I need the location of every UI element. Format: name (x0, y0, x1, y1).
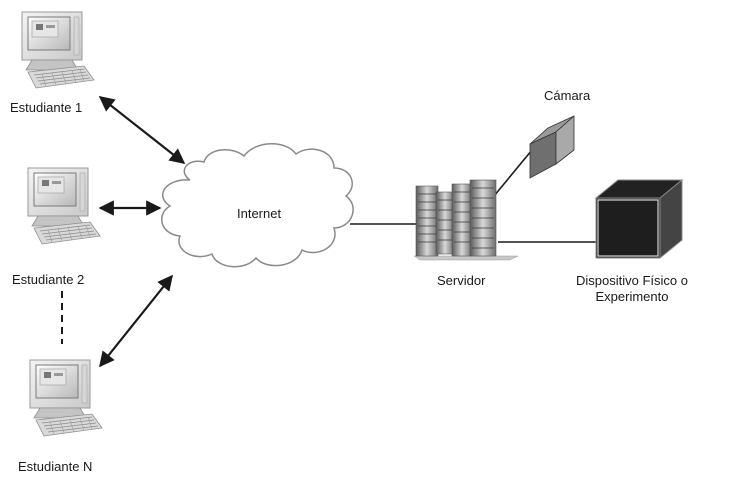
link-server-camera (493, 149, 533, 197)
internet-cloud-icon (160, 143, 354, 268)
camera-icon (529, 115, 575, 179)
arrow-student-1-internet (98, 96, 186, 164)
student-1-computer-icon (21, 11, 95, 89)
server-rack-icon (413, 179, 519, 261)
student-n-computer-icon (29, 359, 103, 437)
device-label-line-2: Experimento (595, 289, 669, 304)
device-label: Dispositivo Físico o Experimento (562, 273, 702, 305)
device-label-line-1: Dispositivo Físico o (576, 273, 688, 288)
student-2-label: Estudiante 2 (12, 272, 85, 287)
server-label: Servidor (437, 273, 486, 288)
arrow-student-n-internet (99, 274, 173, 368)
student-n-label: Estudiante N (18, 459, 93, 474)
device-cube-icon (594, 178, 684, 260)
camera-label: Cámara (544, 88, 591, 103)
student-2-computer-icon (27, 167, 101, 245)
internet-label: Internet (237, 206, 282, 221)
student-1-label: Estudiante 1 (10, 100, 83, 115)
